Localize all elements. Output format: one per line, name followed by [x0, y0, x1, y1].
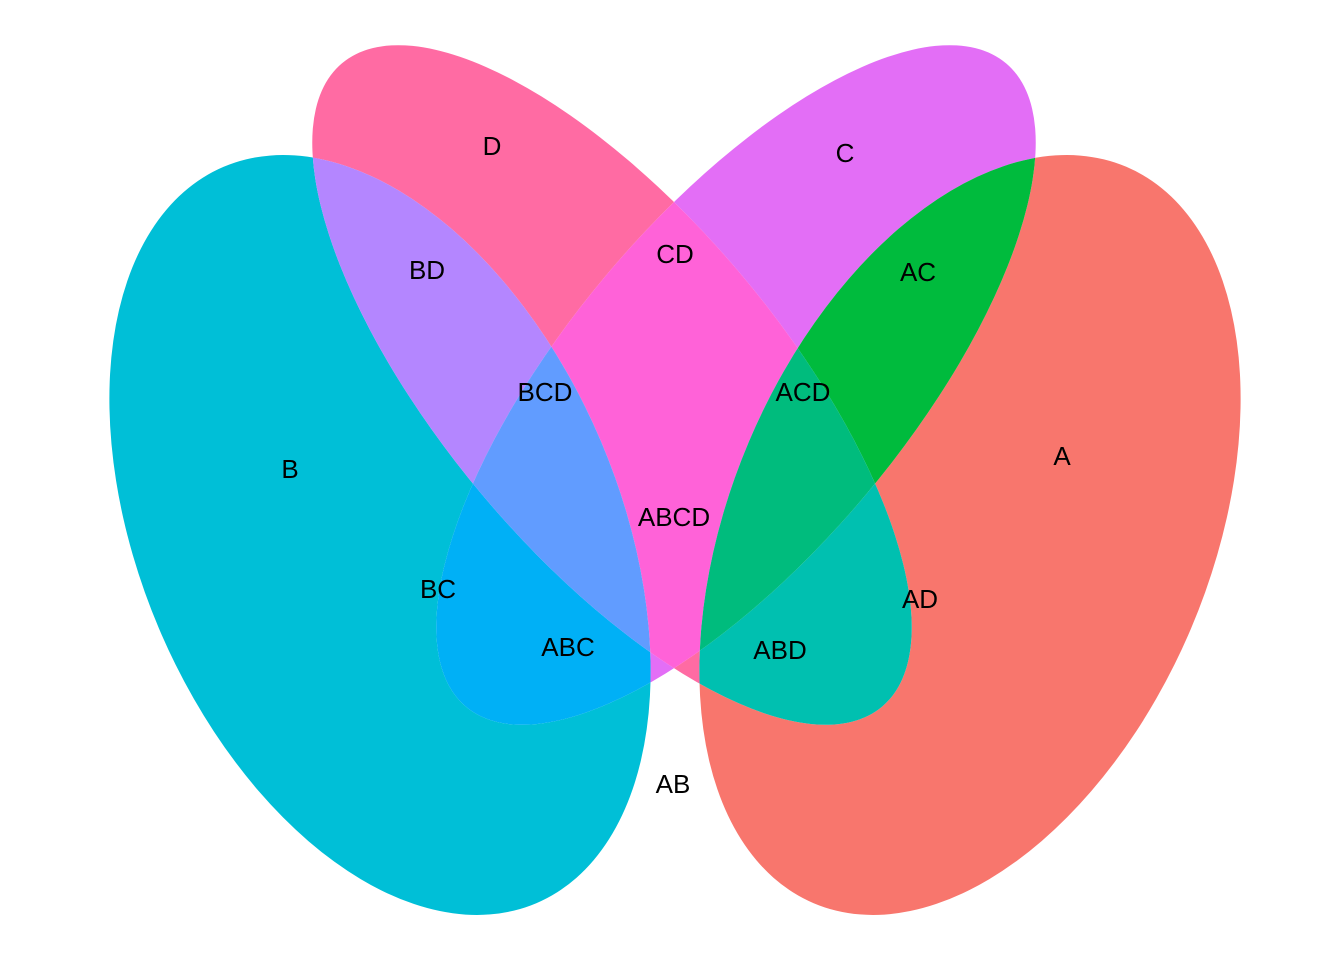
label-AC: AC — [900, 257, 936, 287]
label-CD: CD — [656, 239, 694, 269]
label-AB: AB — [656, 769, 691, 799]
label-ABD: ABD — [753, 635, 806, 665]
label-ABCD: ABCD — [638, 502, 710, 532]
label-BCD: BCD — [518, 377, 573, 407]
label-D: D — [483, 131, 502, 161]
label-C: C — [836, 138, 855, 168]
label-B: B — [281, 454, 298, 484]
label-ABC: ABC — [541, 632, 594, 662]
label-AD: AD — [902, 584, 938, 614]
venn-labels: A B C D AB AC AD BC BD CD ABC ABD ACD BC… — [281, 131, 1071, 799]
label-A: A — [1053, 441, 1071, 471]
label-ACD: ACD — [776, 377, 831, 407]
label-BC: BC — [420, 574, 456, 604]
label-BD: BD — [409, 255, 445, 285]
